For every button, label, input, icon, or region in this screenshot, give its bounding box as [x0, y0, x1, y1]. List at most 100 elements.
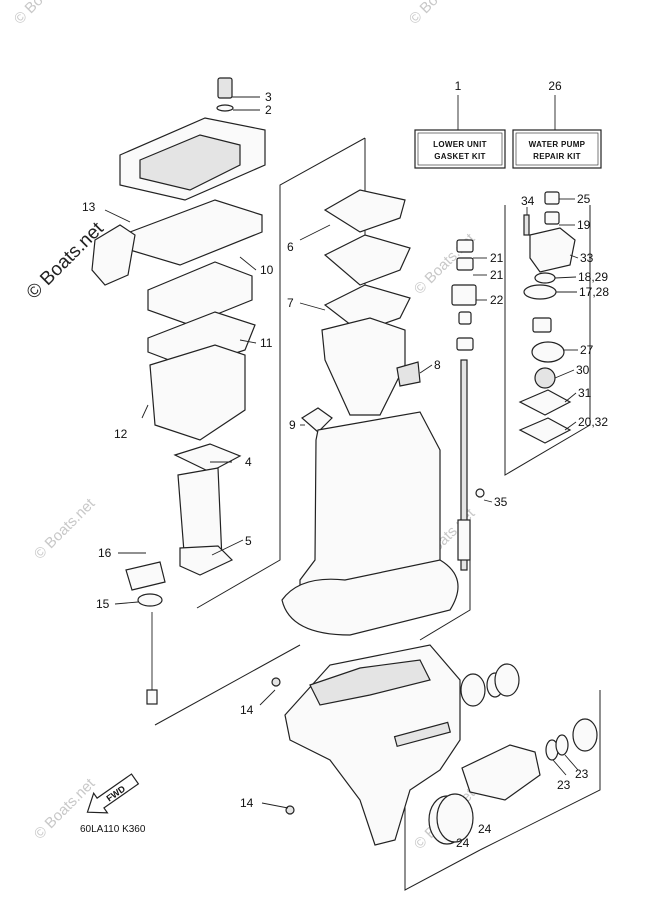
callout-14a: 14: [240, 703, 254, 717]
lower-unit-kit-line1: LOWER UNIT: [433, 140, 487, 149]
part-plate-mid: [323, 234, 411, 286]
callout-13: 13: [82, 200, 96, 214]
frame-bottom: [404, 770, 481, 891]
callout-5: 5: [245, 534, 252, 548]
part-housing-base: [281, 559, 459, 636]
drive-shaft-parts: [451, 239, 485, 571]
water-pump-kit-box: [512, 129, 602, 169]
watermark-mid-left: © Boats.net: [31, 495, 99, 563]
part-19: [544, 211, 560, 225]
callout-12: 12: [114, 427, 128, 441]
callout-3: 3: [265, 90, 272, 104]
part-seal-23b: [555, 734, 569, 756]
part-gasket-4: [173, 443, 242, 473]
part-anode-14b: [285, 805, 295, 815]
callout-1: 1: [455, 79, 462, 93]
part-o-ring-18: [534, 272, 556, 284]
part-pin-35: [475, 488, 485, 498]
callout-33: 33: [580, 251, 594, 265]
part-anode-14a: [271, 677, 281, 687]
callout-16: 16: [98, 546, 112, 560]
part-o-ring-24b: [436, 793, 474, 843]
part-upper-case-body: [149, 344, 246, 441]
part-plug: [217, 77, 233, 99]
callout-9: 9: [289, 418, 296, 432]
callout-25: 25: [577, 192, 591, 206]
callout-34: 34: [521, 194, 535, 208]
part-insert-cartridge-27: [531, 341, 565, 363]
water-pump-kit-line2: REPAIR KIT: [533, 152, 581, 161]
part-gasket-20: [518, 417, 572, 444]
part-grommet-25: [544, 191, 560, 205]
callout-17-28: 17,28: [579, 285, 609, 299]
lower-unit-kit-box: [414, 129, 506, 169]
part-bearing: [494, 663, 520, 697]
part-exhaust-manifold: [321, 317, 406, 416]
callout-26: 26: [548, 79, 562, 93]
part-gasket-10: [129, 199, 263, 266]
part-seal-21b: [456, 257, 474, 271]
callout-8: 8: [434, 358, 441, 372]
upper-case-parts: [91, 77, 266, 705]
part-damper-8: [396, 361, 421, 387]
part-propeller-shaft: [393, 721, 452, 748]
drawing-code: 60LA110 K360: [80, 824, 146, 835]
callout-21b: 21: [490, 268, 504, 282]
callout-20-32: 20,32: [578, 415, 608, 429]
callout-numbers: 3 2 13 10 11 12 4 5 16 15 6 7 8 9 21 21 …: [82, 90, 609, 850]
part-o-ring: [216, 104, 234, 112]
part-gasket-6: [323, 189, 406, 233]
frame-shaft: [419, 540, 471, 641]
part-plate: [147, 261, 253, 326]
leader-lines: [104, 96, 579, 809]
frame-lower-left: [154, 644, 301, 726]
callout-27: 27: [580, 343, 594, 357]
callout-31: 31: [578, 386, 592, 400]
watermark-top-left: © Boats.net: [11, 0, 79, 28]
part-plate-31: [518, 389, 572, 416]
frame-upper-left: [196, 137, 366, 609]
callout-11: 11: [260, 336, 273, 350]
water-pump-kit: WATER PUMP REPAIR KIT 26: [512, 79, 602, 169]
part-bolt-34: [523, 214, 530, 236]
part-seal-5: [179, 545, 234, 576]
callout-24b: 24: [456, 836, 470, 850]
callout-21a: 21: [490, 251, 504, 265]
callout-14b: 14: [240, 796, 254, 810]
callout-30: 30: [576, 363, 590, 377]
callout-19: 19: [577, 218, 591, 232]
part-rod-end: [146, 689, 158, 705]
frame-pump: [504, 205, 591, 476]
part-seal-21a: [456, 239, 474, 253]
callout-22: 22: [490, 293, 504, 307]
part-bearing-22: [451, 284, 477, 306]
frame-bottom-right: [479, 690, 601, 851]
callout-24a: 24: [478, 822, 492, 836]
part-gear: [460, 673, 486, 707]
water-pump-kit-line1: WATER PUMP: [529, 140, 586, 149]
callout-6: 6: [287, 240, 294, 254]
part-shaft-spline: [457, 519, 471, 561]
callout-4: 4: [245, 455, 252, 469]
callout-2: 2: [265, 103, 272, 117]
lower-unit-kit-line2: GASKET KIT: [434, 152, 485, 161]
callout-23b: 23: [575, 767, 589, 781]
part-drive-shaft: [460, 359, 468, 571]
part-o-ring-15: [137, 593, 163, 607]
lower-unit-parts: [271, 644, 598, 846]
callout-23a: 23: [557, 778, 571, 792]
middle-parts: [281, 189, 459, 636]
callout-10: 10: [260, 263, 274, 277]
callout-18-29: 18,29: [578, 270, 608, 284]
fwd-arrow-icon: [86, 773, 140, 814]
part-bracket-13: [91, 224, 136, 286]
part-cover-ring: [572, 718, 598, 752]
part-seal-17: [523, 284, 557, 300]
part-pump-housing-33: [529, 227, 576, 273]
water-pump-parts: [518, 191, 576, 444]
watermark-top-right: © Boats.net: [406, 0, 474, 28]
lower-unit-kit: LOWER UNIT GASKET KIT 1: [414, 79, 506, 169]
callout-15: 15: [96, 597, 110, 611]
frame-lines: [154, 137, 601, 891]
